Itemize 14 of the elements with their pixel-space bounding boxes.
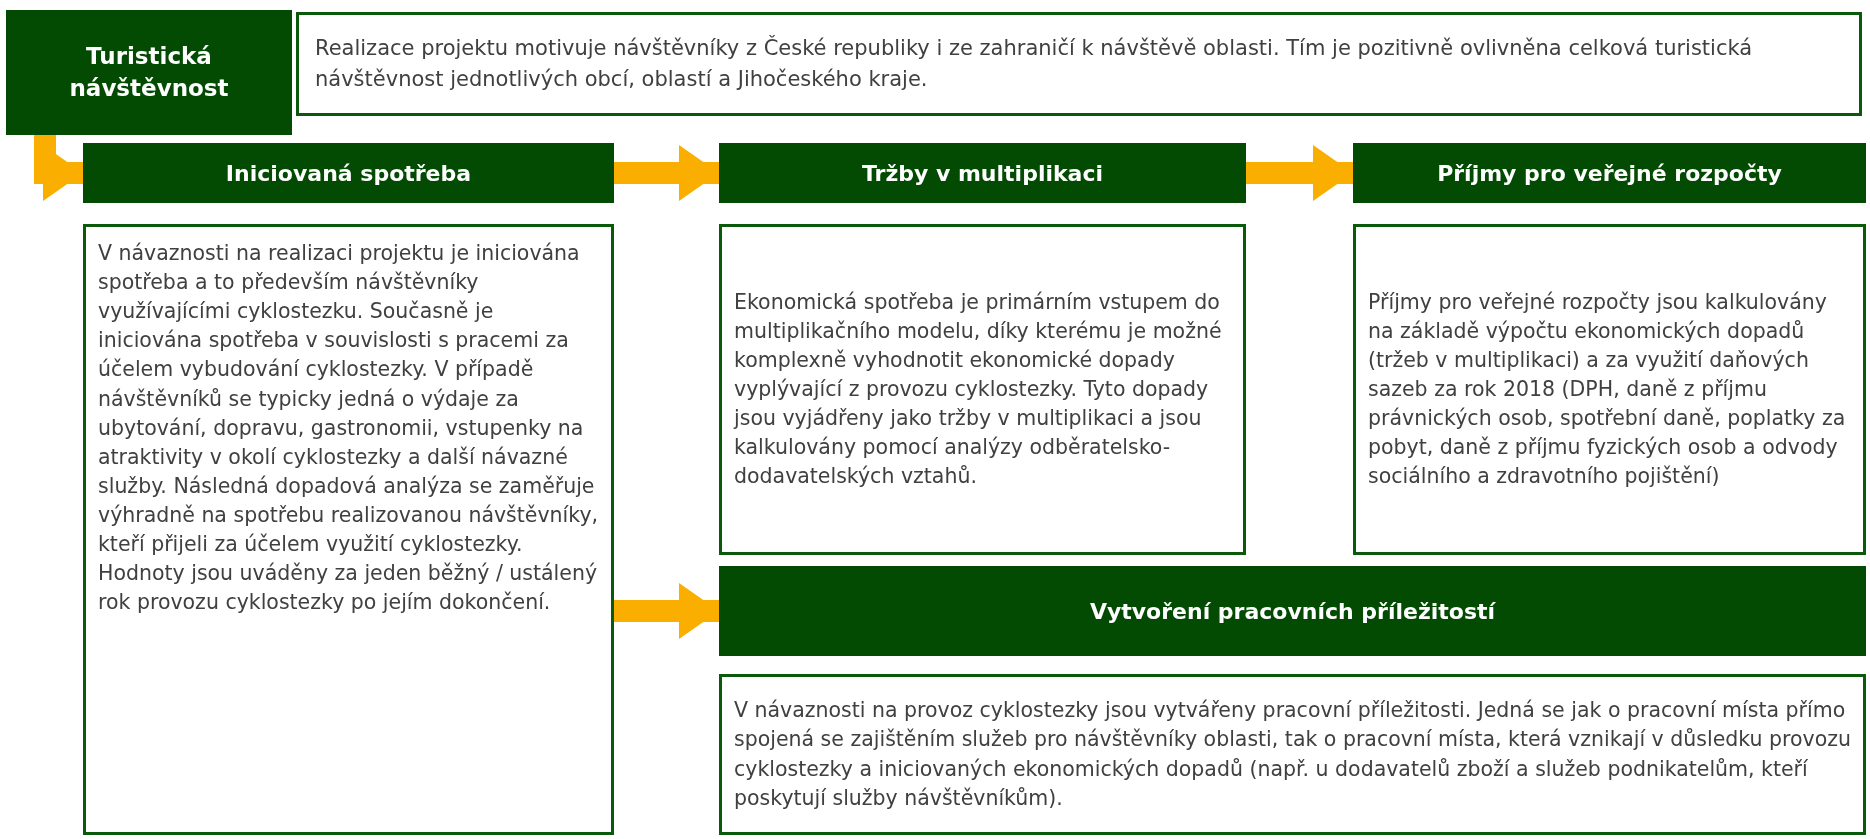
- section-header: Iniciovaná spotřeba: [83, 143, 614, 203]
- arrow: [614, 583, 719, 639]
- description-box: V návaznosti na provoz cyklostezky jsou vytvářeny pracovní příležitosti. Jedná se jak o pracovní místa přímo spojená se zajištěním služeb pro návštěvníky oblasti, tak o pracovní místa, která vznikají v důsledku provozu cyklostezky a iniciovaných ekonomických dopadů (např. u dodavatelů zboží a služeb podnikatelům, kteří poskytují služby návštěvníkům).: [719, 674, 1866, 835]
- section-header: Vytvoření pracovních příležitostí: [719, 566, 1866, 656]
- description-box: V návaznosti na realizaci projektu je iniciována spotřeba a to především návštěvníky využívajícími cyklostezku. Současně je iniciována spotřeba v souvislosti s pracemi za účelem vybudování cyklostezky. V případě návštěvníků se typicky jedná o výdaje za ubytování, dopravu, gastronomii, vstupenky na atraktivity v okolí cyklostezky a další návazné služby. Následná dopadová analýza se zaměřuje výhradně na spotřebu realizovanou návštěvníky, kteří přijeli za účelem využití cyklostezky. Hodnoty jsou uváděny za jeden běžný / ustálený rok provozu cyklostezky po jejím dokončení.: [83, 224, 614, 835]
- arrow: [1246, 145, 1353, 201]
- description-box: Realizace projektu motivuje návštěvníky z České republiky i ze zahraničí k návštěvě oblasti. Tím je pozitivně ovlivněna celková turistická návštěvnost jednotlivých obcí, oblastí a Jihočeského kraje.: [296, 12, 1862, 116]
- description-box: Příjmy pro veřejné rozpočty jsou kalkulovány na základě výpočtu ekonomických dopadů (tržeb v multiplikaci) a za využití daňových sazeb za rok 2018 (DPH, daně z příjmu právnických osob, spotřební daně, poplatky za pobyt, daně z příjmu fyzických osob a odvody sociálního a zdravotního pojištění): [1353, 224, 1866, 555]
- category-box: Turistická návštěvnost: [6, 10, 292, 135]
- description-box: Ekonomická spotřeba je primárním vstupem do multiplikačního modelu, díky kterému je možné komplexně vyhodnotit ekonomické dopady vyplývající z provozu cyklostezky. Tyto dopady jsou vyjádřeny jako tržby v multiplikaci a jsou kalkulovány pomocí analýzy odběratelsko-dodavatelských vztahů.: [719, 224, 1246, 555]
- arrow: [614, 145, 719, 201]
- section-header: Příjmy pro veřejné rozpočty: [1353, 143, 1866, 203]
- arrow: [34, 135, 83, 201]
- section-header: Tržby v multiplikaci: [719, 143, 1246, 203]
